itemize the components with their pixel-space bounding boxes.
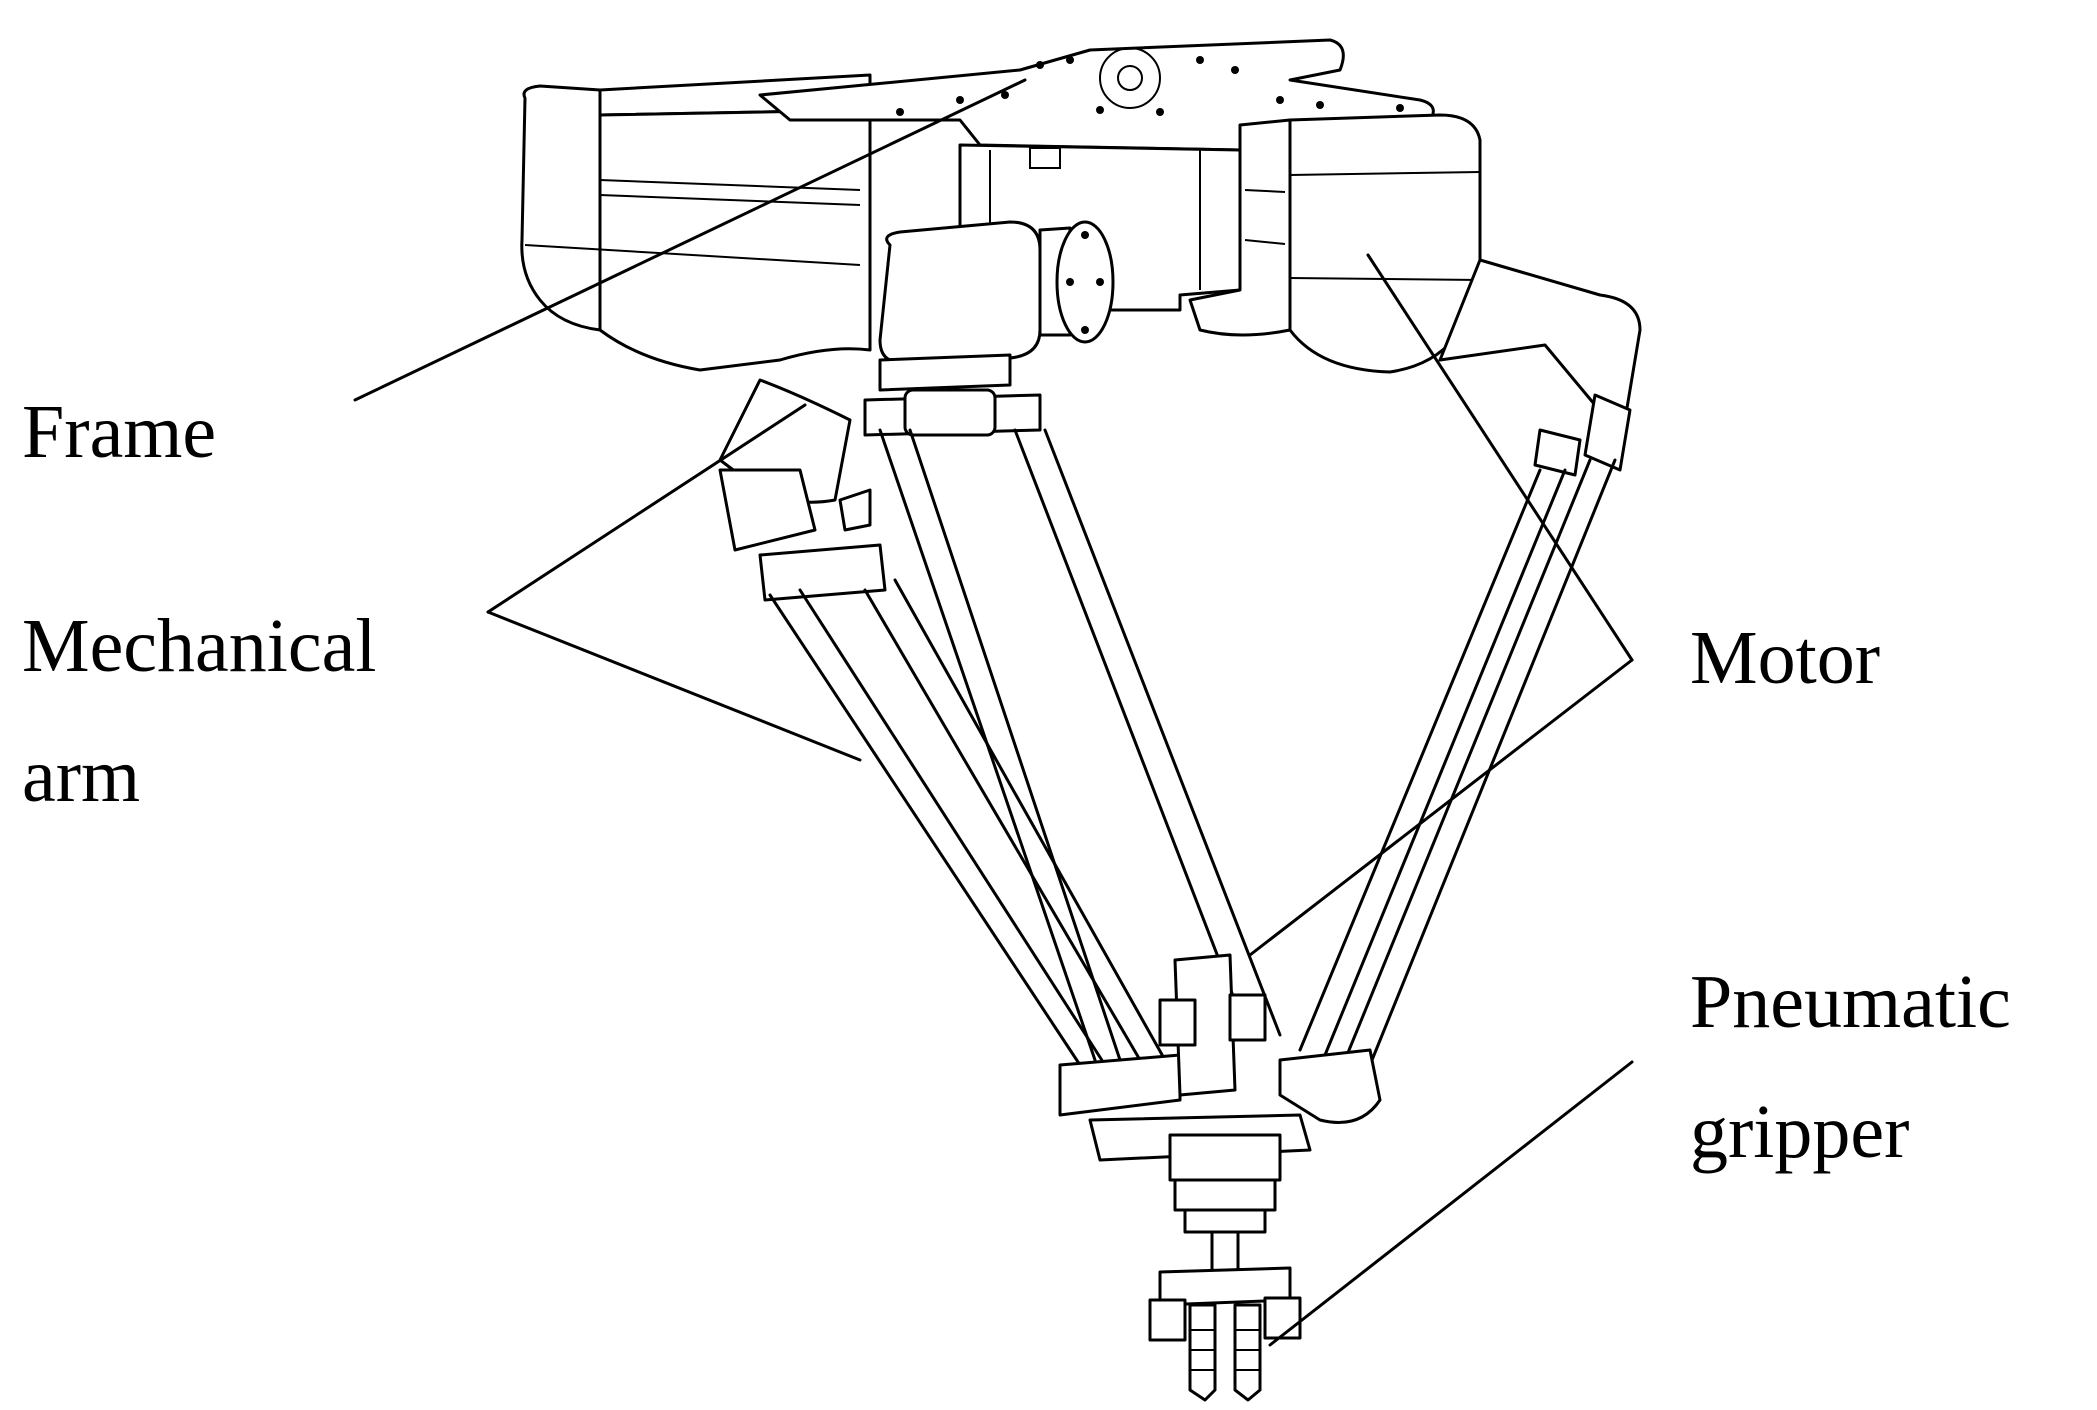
label-pneumatic-gripper-line1: Pneumatic — [1690, 960, 2011, 1044]
moving-platform — [1058, 953, 1382, 1182]
label-pneumatic-gripper-line2: gripper — [1690, 1090, 1910, 1174]
leader-lines — [353, 78, 1634, 1347]
leader-frame — [353, 78, 1027, 402]
right-upper-arm — [1438, 258, 1642, 477]
leader-pneumatic-gripper — [1268, 1060, 1634, 1347]
front-motor — [878, 220, 1115, 392]
front-arm-joint — [863, 388, 1042, 437]
label-frame: Frame — [22, 390, 217, 474]
label-mechanical-arm-line1: Mechanical — [22, 604, 377, 688]
left-upper-arm — [718, 378, 887, 602]
plate-bolt-holes — [896, 56, 1404, 116]
parallel-rods — [768, 428, 1617, 1067]
leader-motor-upper — [1366, 253, 1634, 662]
leader-motor-lower — [1248, 658, 1634, 957]
label-mechanical-arm-line2: arm — [22, 734, 141, 818]
leader-mechanical-arm-lower — [486, 610, 862, 762]
pneumatic-gripper — [1148, 1178, 1302, 1402]
label-motor: Motor — [1690, 616, 1880, 700]
leader-mechanical-arm-upper — [486, 403, 807, 614]
